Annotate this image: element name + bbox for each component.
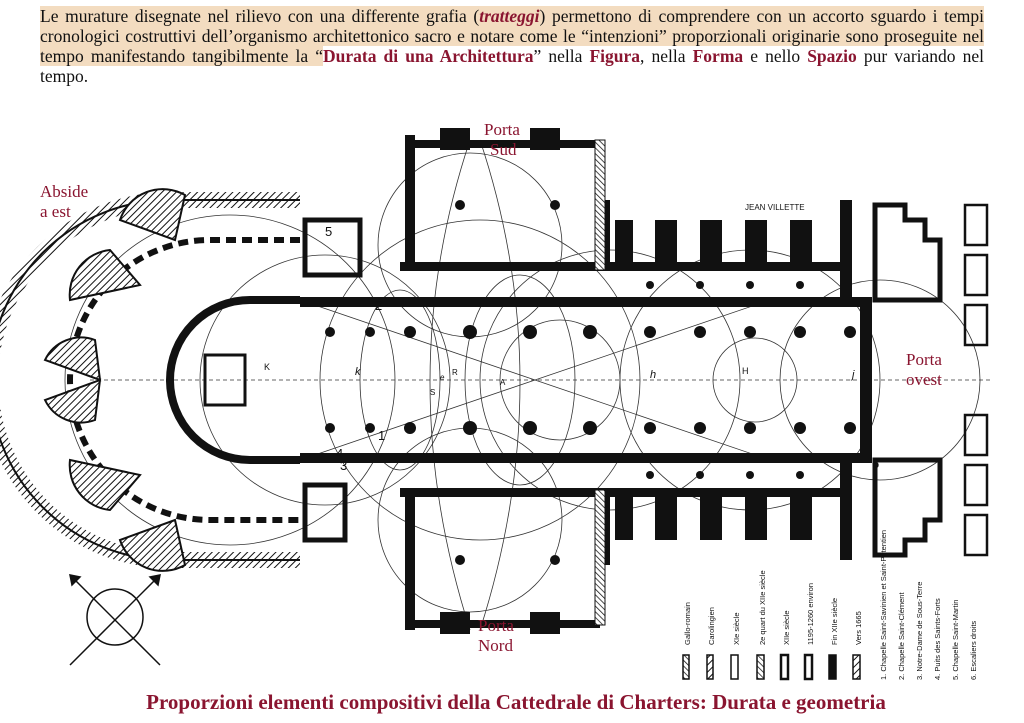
legend-swatches — [682, 653, 861, 681]
label-porta-sud: Porta Sud — [484, 120, 520, 160]
plan-letter: H — [742, 366, 749, 376]
chapel-entry: 3. Notre-Dame de Sous-Terre — [915, 582, 924, 680]
legend-entry: XIIe siècle — [782, 610, 791, 645]
label-line: Abside — [40, 182, 89, 201]
chapel-entry: 1. Chapelle Saint-Savinien et Saint-Pote… — [879, 530, 888, 680]
plan-number: 5 — [325, 224, 332, 239]
label-line: Sud — [490, 140, 517, 159]
intro-bold: Durata di una Architettura — [323, 46, 534, 66]
label-line: Porta — [484, 120, 520, 139]
plan-number: 6 — [872, 456, 879, 471]
chapel-entry: 4. Puits des Saints-Forts — [933, 598, 942, 680]
intro-part: e nello — [743, 46, 808, 66]
label-line: ovest — [906, 370, 942, 389]
intro-bold: Forma — [692, 46, 744, 66]
label-line: Porta — [478, 616, 514, 635]
north-chapel — [302, 482, 348, 543]
label-abside: Abside a est — [40, 182, 88, 222]
plan-number: 1 — [378, 428, 385, 443]
west-steps — [963, 203, 989, 557]
legend-entry: Gallo-romain — [683, 602, 692, 645]
pillars — [325, 200, 856, 565]
apse — [0, 192, 300, 568]
transept-south — [415, 128, 606, 271]
compass-icon — [69, 574, 161, 666]
plan-letter: R — [452, 368, 458, 377]
legend-entry: XIe siècle — [732, 612, 741, 645]
plan-letter: e — [440, 373, 445, 382]
plan-letter: h — [650, 369, 656, 381]
label-line: Nord — [478, 636, 513, 655]
plan-letter: k — [355, 366, 361, 378]
legend-entry: Carolingien — [707, 607, 716, 645]
buttresses — [615, 220, 812, 540]
intro-emphasis: tratteggi — [479, 6, 540, 26]
plan-letter: j — [850, 369, 855, 381]
chapel-saint-martin — [302, 217, 363, 278]
legend-entry: Vers 1665 — [854, 611, 863, 645]
legend-entry: 2e quart du XIIe siècle — [758, 570, 767, 645]
intro-part: ” nella — [533, 46, 590, 66]
plan-number: 4 — [336, 446, 343, 461]
legend-entry: 1195-1260 environ — [806, 583, 815, 645]
author-label: JEAN VILLETTE — [745, 203, 805, 212]
intro-paragraph: Le murature disegnate nel rilievo con un… — [40, 6, 984, 86]
intro-bold: Spazio — [807, 46, 857, 66]
plan-letter: K — [264, 362, 270, 372]
intro-part: Le murature disegnate nel rilievo con un… — [40, 6, 480, 26]
label-line: a est — [40, 202, 71, 221]
label-line: Porta — [906, 350, 942, 369]
chapel-entry: 2. Chapelle Saint-Clément — [897, 592, 906, 680]
intro-bold: Figura — [589, 46, 641, 66]
chapel-entry: 6. Escaliers droits — [969, 621, 978, 680]
label-porta-ovest: Porta ovest — [906, 350, 942, 390]
west-facade — [872, 202, 943, 558]
chapel-entry: 5. Chapelle Saint-Martin — [951, 600, 960, 680]
radiating-chapels — [43, 188, 187, 572]
plan-letter: A — [500, 378, 506, 387]
label-porta-nord: Porta Nord — [478, 616, 514, 656]
plan-number: 2 — [375, 298, 382, 313]
transept-north — [415, 489, 606, 634]
footer-title: Proporzioni elementi compositivi della C… — [146, 690, 886, 714]
intro-part: pur variando nel tempo. — [40, 46, 984, 86]
plan-number: 3 — [340, 458, 347, 473]
legend-entry: Fin XIIe siècle — [830, 598, 839, 645]
plan-letter: S — [430, 388, 435, 397]
intro-part: , nella — [640, 46, 693, 66]
